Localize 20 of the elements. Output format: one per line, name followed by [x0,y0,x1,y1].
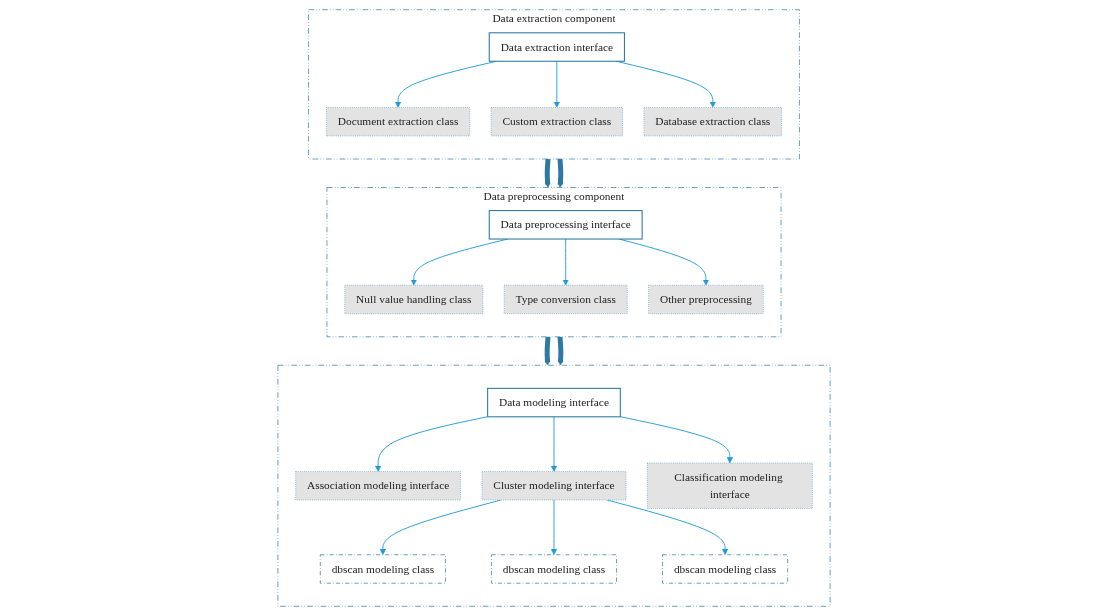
node-box: Data extraction interface [488,32,625,62]
node-box: Data modeling interface [487,387,621,418]
node-box: dbscan modeling class [491,554,617,584]
node-box: Classification modeling interface [647,462,813,509]
node-box: Cluster modeling interface [481,471,627,501]
arrow [544,336,551,366]
node-box: Data preprocessing interface [488,210,643,240]
node-box: Custom extraction class [490,107,623,137]
arrow [557,336,564,366]
cluster [277,364,831,607]
node-box: Database extraction class [643,107,782,137]
node-box: dbscan modeling class [319,554,446,584]
node-box: Type conversion class [503,284,628,315]
node-box: Document extraction class [326,107,471,137]
node-box: Other preprocessing [648,284,764,315]
node-box: Association modeling interface [295,471,461,501]
node-box: dbscan modeling class [662,554,789,584]
node-box: Null value handling class [344,284,484,315]
arrow [557,158,564,188]
arrow [544,158,551,188]
